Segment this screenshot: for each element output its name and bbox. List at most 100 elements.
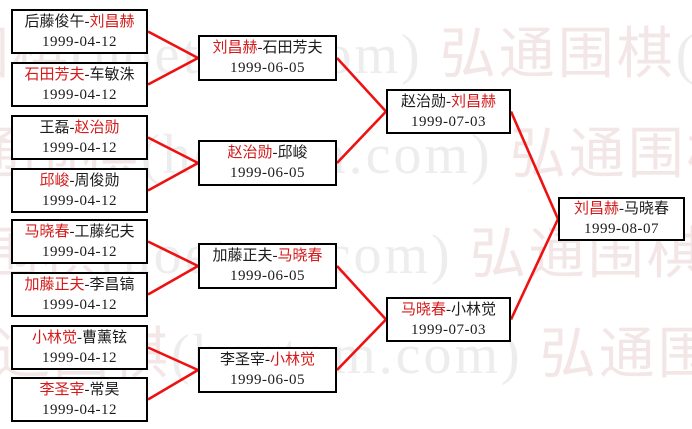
match-box-round-2-1: 刘昌赫-石田芳夫 1999-06-05 — [198, 35, 337, 81]
match-players: 小林觉-曹薰铉 — [32, 328, 127, 348]
bracket-line — [147, 136, 199, 165]
bracket-line — [147, 161, 199, 192]
player-separator: - — [69, 223, 75, 240]
player-separator: - — [69, 119, 75, 136]
match-players: 赵治勋-刘昌赫 — [401, 92, 496, 112]
player-name-left: 李圣宰 — [219, 352, 265, 368]
match-date: 1999-04-12 — [42, 349, 117, 366]
bracket-line — [147, 368, 199, 401]
player-name-right: 石田芳夫 — [262, 40, 323, 56]
match-players: 赵治勋-邱峻 — [227, 143, 307, 163]
bracket-line — [147, 264, 199, 296]
player-separator: - — [446, 93, 451, 110]
player-name-right: 工藤纪夫 — [74, 223, 135, 240]
player-name-right: 刘昌赫 — [451, 93, 497, 110]
player-name-left: 王磊 — [39, 119, 70, 136]
player-name-right: 车敏洙 — [89, 66, 135, 83]
player-name-right: 小林觉 — [270, 352, 316, 368]
player-name-left: 石田芳夫 — [24, 66, 85, 83]
player-separator: - — [446, 301, 451, 318]
player-separator: - — [84, 66, 90, 83]
player-name-right: 马晓春 — [624, 201, 670, 217]
player-name-right: 刘昌赫 — [89, 13, 135, 30]
bracket-line — [336, 57, 387, 113]
player-separator: - — [265, 352, 270, 368]
match-players: 加藤正夫-李昌镐 — [24, 275, 134, 295]
match-players: 石田芳夫-车敏洙 — [24, 65, 134, 85]
player-name-left: 赵治勋 — [227, 145, 273, 161]
match-players: 马晓春-工藤纪夫 — [24, 222, 134, 242]
match-players: 邱峻-周俊勋 — [39, 171, 119, 191]
bracket-line — [147, 240, 199, 268]
player-separator: - — [257, 40, 263, 56]
player-separator: - — [272, 248, 278, 264]
match-players: 后藤俊午-刘昌赫 — [24, 12, 134, 32]
match-players: 李圣宰-小林觉 — [220, 350, 315, 370]
bracket-line — [509, 110, 560, 220]
match-date: 1999-07-03 — [411, 321, 486, 338]
player-name-left: 邱峻 — [39, 172, 70, 189]
player-name-left: 小林觉 — [31, 329, 77, 346]
player-separator: - — [77, 329, 82, 346]
player-name-left: 李圣宰 — [39, 381, 85, 398]
bracket-line — [147, 346, 199, 372]
player-name-right: 小林觉 — [451, 301, 497, 318]
match-date: 1999-04-12 — [42, 33, 117, 50]
player-name-left: 加藤正夫 — [212, 248, 273, 264]
player-name-right: 曹薰铉 — [82, 329, 128, 346]
player-name-left: 赵治勋 — [400, 93, 446, 110]
player-name-right: 常昊 — [89, 381, 120, 398]
player-name-left: 后藤俊午 — [24, 13, 85, 30]
player-separator: - — [84, 381, 90, 398]
match-date: 1999-04-12 — [42, 401, 117, 418]
match-players: 刘昌赫-石田芳夫 — [212, 38, 322, 58]
bracket-line — [509, 218, 560, 321]
player-name-right: 周俊勋 — [74, 172, 120, 189]
bracket-line — [336, 265, 387, 321]
match-date: 1999-04-12 — [42, 86, 117, 103]
player-separator: - — [619, 201, 624, 217]
match-date: 1999-06-05 — [230, 60, 305, 76]
player-name-right: 赵治勋 — [74, 119, 120, 136]
match-date: 1999-04-12 — [42, 296, 117, 313]
player-name-right: 马晓春 — [277, 248, 323, 264]
player-separator: - — [272, 145, 278, 161]
match-players: 王磊-赵治勋 — [39, 118, 119, 138]
match-date: 1999-07-03 — [411, 113, 486, 130]
bracket-line — [147, 56, 199, 86]
bracket-line — [147, 30, 199, 60]
match-box-final-1: 刘昌赫-马晓春 1999-08-07 — [558, 197, 685, 241]
player-name-left: 刘昌赫 — [573, 201, 619, 217]
bracket-line — [336, 318, 387, 371]
match-players: 刘昌赫-马晓春 — [574, 199, 669, 219]
player-name-right: 邱峻 — [277, 145, 308, 161]
match-date: 1999-08-07 — [584, 221, 659, 237]
player-separator: - — [84, 13, 90, 30]
match-players: 加藤正夫-马晓春 — [212, 246, 322, 266]
match-date: 1999-06-05 — [230, 372, 305, 388]
match-players: 马晓春-小林觉 — [401, 300, 496, 320]
player-separator: - — [84, 276, 90, 293]
match-players: 李圣宰-常昊 — [39, 380, 119, 400]
player-name-left: 加藤正夫 — [24, 276, 85, 293]
match-date: 1999-04-12 — [42, 139, 117, 156]
match-date: 1999-04-12 — [42, 243, 117, 260]
player-name-right: 李昌镐 — [89, 276, 135, 293]
player-separator: - — [69, 172, 75, 189]
player-name-left: 刘昌赫 — [212, 40, 258, 56]
bracket-line — [336, 110, 387, 164]
match-date: 1999-04-12 — [42, 192, 117, 209]
